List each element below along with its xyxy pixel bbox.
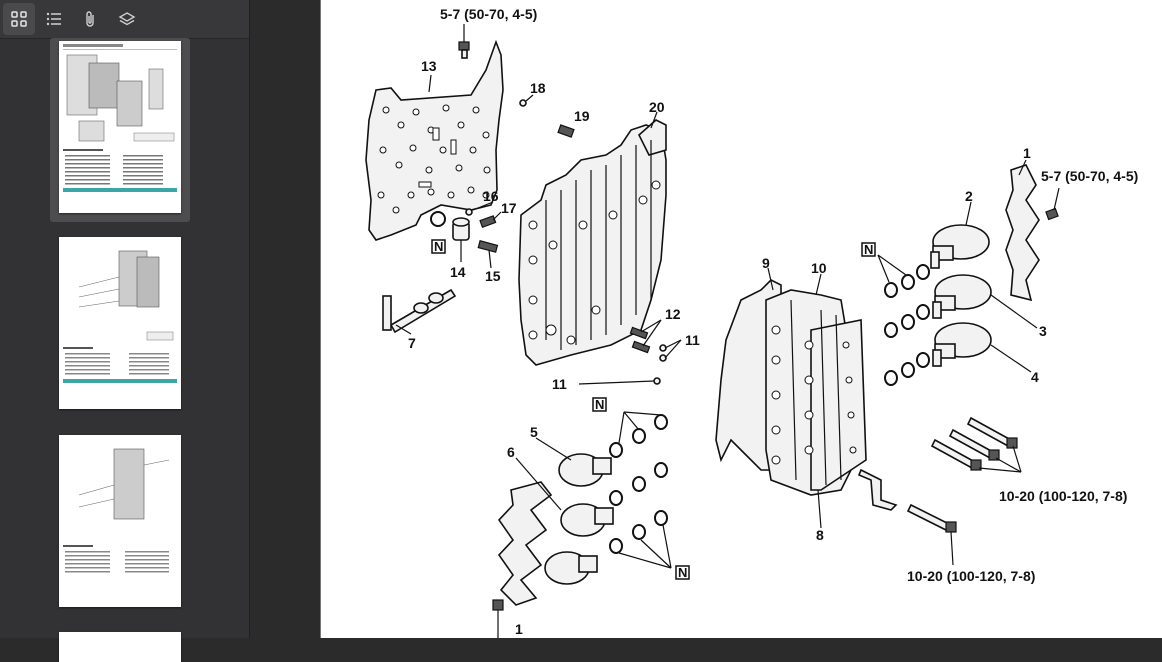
n-mark-top-left: N: [431, 239, 446, 254]
svg-text:N: N: [678, 565, 687, 580]
manual-valve-7: [382, 288, 457, 334]
callout-11-right: 11: [685, 332, 700, 348]
spring-19: [557, 124, 575, 138]
solenoid-4: [932, 322, 992, 367]
callout-16: 16: [483, 188, 499, 204]
ball-18: [519, 99, 527, 107]
callout-1-bottom: 1: [515, 621, 523, 637]
svg-text:N: N: [595, 397, 604, 412]
filter-14: [452, 217, 470, 241]
page-thumbnail-image: [59, 435, 181, 607]
callout-4: 4: [1031, 369, 1039, 385]
torque-label-right: 5-7 (50-70, 4-5): [1041, 168, 1138, 184]
clip-1-right: [1005, 164, 1040, 302]
callout-10: 10: [811, 260, 827, 276]
n-mark-mid: N: [592, 397, 607, 412]
callout-1-right: 1: [1023, 145, 1031, 161]
outline-view-button[interactable]: [38, 3, 70, 35]
ball-16: [465, 208, 473, 216]
page-thumbnail-image: [59, 632, 181, 662]
callout-8: 8: [816, 527, 824, 543]
grid-icon: [11, 11, 27, 27]
list-icon: [46, 12, 61, 26]
callout-5: 5: [530, 424, 538, 440]
svg-text:N: N: [864, 242, 873, 257]
callout-11-left: 11: [552, 376, 567, 392]
valve-body-lower: [715, 279, 867, 496]
bolt-bottom: [906, 503, 953, 533]
gasket-13: [365, 39, 504, 241]
clip-1-bottom: [497, 481, 553, 606]
layers-view-button[interactable]: [111, 3, 143, 35]
bracket: [857, 468, 898, 511]
callout-7: 7: [408, 335, 416, 351]
thumbnail-page-1[interactable]: [50, 38, 190, 222]
solenoid-2: [930, 224, 990, 269]
callout-9: 9: [762, 255, 770, 271]
torque-label-bottom: 10-20 (100-120, 7-8): [907, 568, 1035, 584]
spring-15: [477, 240, 499, 253]
callout-20: 20: [649, 99, 665, 115]
callout-19: 19: [574, 108, 590, 124]
n-mark-right: N: [861, 242, 876, 257]
layers-icon: [118, 12, 136, 26]
sidebar-toolbar: [0, 0, 249, 39]
attachments-view-button[interactable]: [75, 3, 107, 35]
bolts-right: [930, 416, 1018, 471]
solenoid-5: [558, 453, 612, 487]
callout-2: 2: [965, 188, 973, 204]
callout-18: 18: [530, 80, 546, 96]
document-page: N N N N 5-7 (50-70, 4-5) 5-7 (50-70, 4-5…: [320, 0, 1162, 638]
torque-label-top: 5-7 (50-70, 4-5): [440, 6, 537, 22]
callout-17: 17: [501, 200, 517, 216]
svg-text:N: N: [434, 239, 443, 254]
solenoid-6: [560, 503, 614, 537]
page-thumbnail-image: [59, 41, 181, 213]
bolt-top: [458, 24, 470, 59]
torque-label-bolts: 10-20 (100-120, 7-8): [999, 488, 1127, 504]
n-mark-bottom: N: [675, 565, 690, 580]
callout-14: 14: [450, 264, 466, 280]
spring-17: [479, 215, 497, 228]
callout-6: 6: [507, 444, 515, 460]
exploded-view-diagram: N N N N 5-7 (50-70, 4-5) 5-7 (50-70, 4-5…: [365, 6, 1138, 638]
viewer-background: [250, 0, 321, 638]
thumbnails-view-button[interactable]: [3, 3, 35, 35]
page-thumbnail-image: [59, 237, 181, 409]
o-ring-n: [430, 211, 446, 227]
thumbnail-page-2[interactable]: [50, 236, 190, 411]
solenoid-3: [932, 274, 992, 319]
thumbnail-page-4[interactable]: [50, 631, 190, 662]
callout-12: 12: [665, 306, 681, 322]
paperclip-icon: [86, 11, 94, 27]
callout-3: 3: [1039, 323, 1047, 339]
callout-15: 15: [485, 268, 501, 284]
valve-body-upper: [518, 119, 667, 366]
callout-13: 13: [421, 58, 437, 74]
thumbnail-page-3[interactable]: [50, 434, 190, 609]
thumbnail-sidebar: [0, 0, 250, 662]
